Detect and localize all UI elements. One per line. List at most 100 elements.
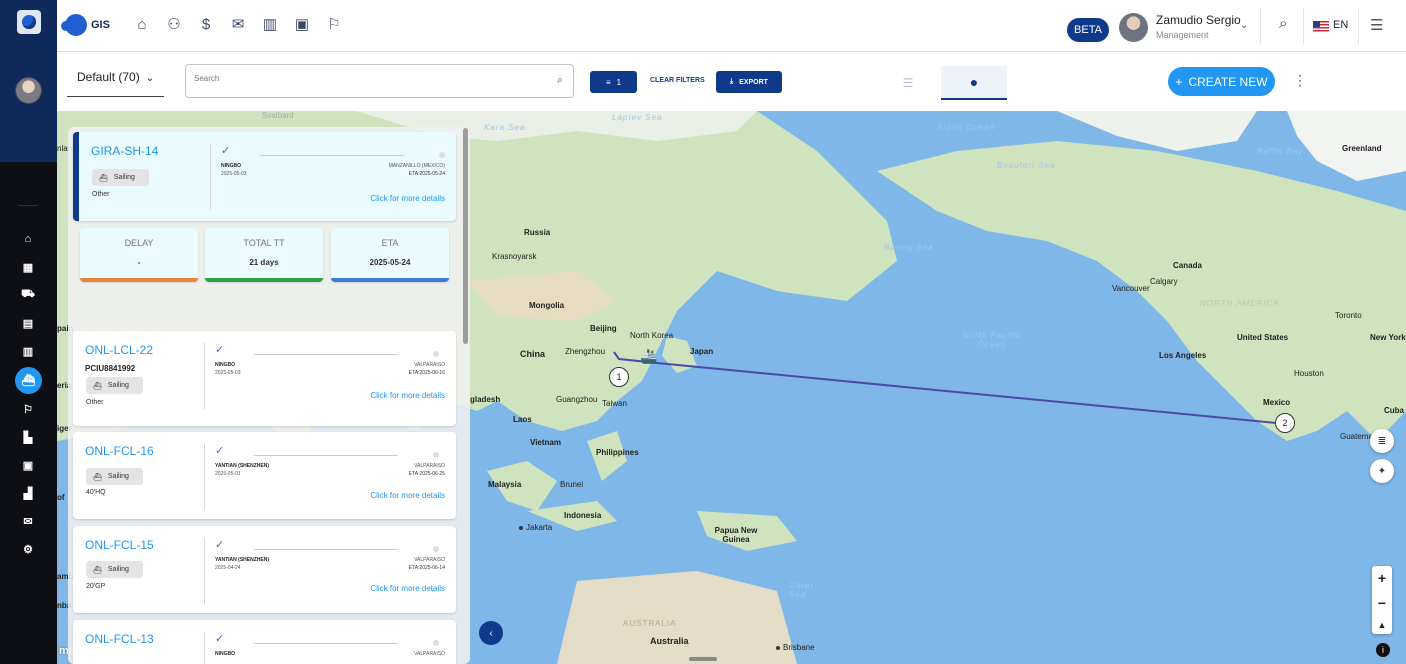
mail-icon[interactable]: ✉ — [231, 16, 245, 33]
departure-date: 2025-04-24 — [215, 565, 241, 571]
users-icon[interactable]: ⚇ — [167, 16, 181, 33]
map-view-toggle[interactable]: ● — [941, 66, 1007, 100]
shipment-ref[interactable]: ONL-FCL-13 — [85, 632, 154, 646]
map-label: Canada — [1173, 261, 1202, 270]
us-flag-icon[interactable] — [1313, 21, 1329, 32]
details-link[interactable]: Click for more details — [370, 584, 445, 593]
zoom-out-icon[interactable]: − — [1377, 594, 1387, 611]
beta-badge[interactable]: BETA — [1067, 18, 1109, 42]
create-new-button[interactable]: + CREATE NEW — [1168, 67, 1275, 96]
left-sidebar: ⌂ ▦ ⛟ ▤ ▥ ⛴ ⚐ ▙ ▣ ▟ ✉ ⚙ — [0, 0, 57, 664]
map-label: Australia — [650, 636, 689, 646]
cart-icon[interactable]: ⛟ — [21, 288, 35, 300]
shipment-ref[interactable]: ONL-FCL-15 — [85, 538, 154, 552]
route-waypoint[interactable]: 2 — [1275, 413, 1295, 433]
map-label: Bering Sea — [884, 243, 934, 252]
details-link[interactable]: Click for more details — [370, 194, 445, 203]
building-icon[interactable]: ▥ — [262, 16, 278, 33]
drag-handle[interactable] — [689, 657, 717, 661]
search-input[interactable] — [194, 74, 534, 83]
legend-icon[interactable]: ≣ — [1370, 429, 1394, 453]
dollar-icon[interactable]: $ — [201, 16, 211, 33]
map-label: Kara Sea — [484, 123, 526, 132]
flag-icon[interactable]: ⚐ — [23, 403, 33, 416]
progress-end-dot — [439, 152, 445, 158]
ship-icon[interactable]: ⛴ — [15, 367, 42, 394]
map-label: Papua New Guinea — [714, 526, 758, 544]
compass-icon[interactable]: ▲ — [1377, 619, 1387, 630]
map-label: Beijing — [590, 324, 617, 333]
search-icon[interactable]: ⌕ — [1279, 15, 1288, 32]
list-icon: ☰ — [902, 76, 914, 90]
filter-button[interactable]: ≡ 1 — [590, 71, 637, 93]
collapse-panel-icon[interactable]: ‹ — [479, 621, 503, 645]
shipment-card[interactable]: ONL-FCL-16 ⛴Sailing 40'HQ ✓ YANTIAN (SHE… — [73, 432, 456, 519]
shipment-ref[interactable]: ONL-FCL-16 — [85, 444, 154, 458]
clear-filters-button[interactable]: CLEAR FILTERS — [650, 77, 705, 84]
container-type: 40'HQ — [86, 489, 106, 496]
contact-icon[interactable]: ▣ — [294, 16, 310, 33]
shipment-card[interactable]: GIRA-SH-14 ⛴Sailing Other ✓ NINGBO 2025-… — [73, 132, 456, 221]
delay-bar — [80, 278, 198, 282]
more-vertical-icon[interactable]: ⋮ — [1293, 72, 1307, 88]
container-type: Other — [92, 191, 110, 198]
grid-icon[interactable]: ▦ — [22, 261, 34, 274]
map-label: of — [57, 493, 65, 502]
total-tt-stat: TOTAL TT 21 days — [205, 228, 323, 282]
create-new-label: CREATE NEW — [1188, 74, 1268, 89]
map-label: eria — [57, 381, 72, 390]
vessel-ship-icon[interactable]: 🚢 — [640, 348, 658, 364]
top-header: GIS ⌂ ⚇ $ ✉ ▥ ▣ ⚐ BETA Zamudio Sergio Ma… — [57, 0, 1406, 52]
chevron-down-icon[interactable]: ⌄ — [1240, 20, 1249, 31]
view-selector[interactable]: Default (70)⌄ — [67, 64, 164, 97]
eta-stat: ETA 2025-05-24 — [331, 228, 449, 282]
search-box[interactable]: ⌕ — [185, 64, 574, 98]
shipment-ref[interactable]: ONL-LCL-22 — [85, 343, 154, 357]
card-divider — [204, 632, 205, 664]
flag-icon[interactable]: ⚐ — [327, 16, 341, 33]
route-waypoint[interactable]: 1 — [609, 367, 629, 387]
shipment-card[interactable]: ONL-FCL-15 ⛴Sailing 20'GP ✓ YANTIAN (SHE… — [73, 526, 456, 613]
header-divider — [1303, 8, 1304, 44]
sidebar-avatar[interactable] — [15, 77, 42, 104]
details-link[interactable]: Click for more details — [370, 391, 445, 400]
ship-icon: ⛴ — [99, 174, 108, 182]
panel-scrollbar[interactable] — [463, 128, 468, 344]
home-icon[interactable]: ⌂ — [24, 233, 32, 245]
map-label: Guatemala — [1340, 432, 1380, 441]
document-icon[interactable]: ▤ — [22, 317, 34, 330]
search-icon[interactable]: ⌕ — [556, 74, 563, 86]
departure-date: 2025-05-01 — [215, 471, 241, 477]
gear-icon[interactable]: ⚙ — [23, 543, 33, 556]
map-label: Toronto — [1335, 311, 1362, 320]
sparkle-icon[interactable]: ✦ — [1370, 459, 1394, 483]
filter-count: 1 — [616, 77, 622, 87]
building-icon[interactable]: ▙ — [23, 431, 33, 444]
bar-chart-icon[interactable]: ▟ — [23, 487, 33, 500]
check-icon: ✓ — [221, 145, 231, 157]
shipment-card[interactable]: ONL-LCL-22 PCIU8841992 ⛴Sailing Other ✓ … — [73, 331, 456, 426]
brand-name: GIS — [91, 19, 110, 31]
contact-icon[interactable]: ▣ — [22, 459, 34, 472]
shipment-ref[interactable]: GIRA-SH-14 — [91, 144, 159, 158]
menu-list-icon[interactable]: ☰ — [1370, 17, 1384, 34]
user-avatar[interactable] — [1119, 13, 1148, 42]
details-link[interactable]: Click for more details — [370, 491, 445, 500]
info-icon[interactable]: i — [1376, 643, 1390, 657]
user-name[interactable]: Zamudio Sergio — [1156, 13, 1241, 27]
eta-date: ETA:2025-06-25 — [408, 471, 445, 477]
home-icon[interactable]: ⌂ — [137, 16, 147, 33]
chevron-down-icon: ⌄ — [145, 73, 155, 84]
calendar-icon[interactable]: ▥ — [22, 345, 34, 358]
zoom-in-icon[interactable]: + — [1377, 570, 1387, 587]
mail-icon[interactable]: ✉ — [23, 515, 33, 528]
shipment-card[interactable]: ONL-FCL-13 ✓ NINGBO VALPARAISO — [73, 620, 456, 664]
list-view-toggle[interactable]: ☰ — [876, 66, 940, 100]
app-logo-icon[interactable] — [17, 10, 41, 34]
export-button[interactable]: ⤓ EXPORT — [716, 71, 782, 93]
language-selector[interactable]: EN — [1333, 19, 1349, 31]
map-label: North Korea — [630, 331, 674, 340]
brand-logo[interactable]: GIS — [61, 13, 110, 37]
departure-date: 2025-05-03 — [215, 370, 241, 376]
